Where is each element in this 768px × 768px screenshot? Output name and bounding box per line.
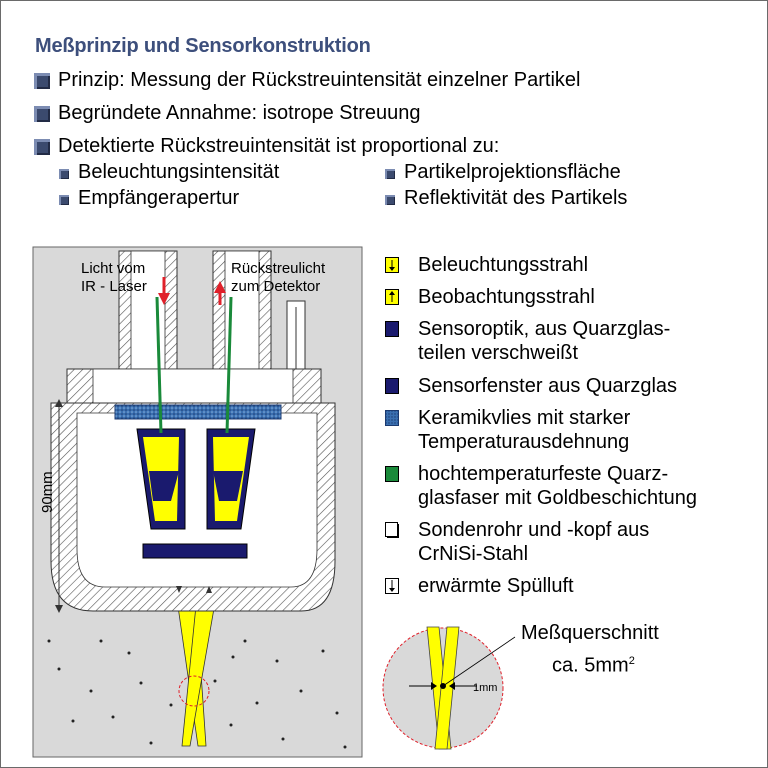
legend-ceramic-line2: Temperaturausdehnung (418, 431, 630, 453)
inset-beam-b (434, 626, 460, 750)
slide-title: Meßprinzip und Sensorkonstruktion (35, 35, 371, 57)
legend-tube-line1: Sondenrohr und -kopf aus (418, 519, 650, 541)
label-backscatter-line2: zum Detektor (231, 278, 320, 295)
observation-beam-icon (385, 289, 399, 305)
label-light-line1: Licht vom (81, 260, 145, 277)
dimension-label: 90mm (39, 471, 56, 513)
bullet-proportional: Detektierte Rückstreuintensität ist prop… (58, 135, 500, 157)
sub-bullet-reflectivity: Reflektivität des Partikels (404, 187, 628, 209)
legend-optics-line2: teilen verschweißt (418, 342, 579, 364)
fiber-swatch-icon (385, 466, 399, 482)
bullet-assumption: Begründete Annahme: isotrope Streuung (58, 102, 421, 124)
window-swatch-icon (385, 378, 399, 394)
legend-purge: erwärmte Spülluft (418, 575, 574, 597)
legend-tube-line2: CrNiSi-Stahl (418, 543, 529, 565)
illumination-beam-icon (385, 257, 399, 273)
optics-swatch-icon (385, 321, 399, 337)
backscatter-out-arrow (214, 281, 226, 293)
sub-bullet-aperture: Empfängerapertur (78, 187, 240, 209)
bullet-square-icon (34, 139, 50, 155)
inset-scale: 1mm (473, 682, 497, 694)
legend-ceramic-line1: Keramikvlies mit starker (418, 407, 631, 429)
fiber-right (225, 296, 233, 434)
ceramic-swatch-icon (385, 410, 399, 426)
inset-label-line2: ca. 5mm2 (552, 649, 635, 678)
sub-bullet-icon (385, 169, 395, 179)
bullet-square-icon (34, 73, 50, 89)
sensor-window (142, 543, 248, 559)
sub-bullet-icon (59, 169, 69, 179)
bullet-square-icon (34, 106, 50, 122)
sub-bullet-illumination: Beleuchtungsintensität (78, 161, 280, 183)
sub-bullet-icon (385, 195, 395, 205)
inset-label-line1: Meßquerschnitt (521, 622, 659, 644)
sub-bullet-projection: Partikelprojektionsfläche (404, 161, 621, 183)
label-backscatter-line1: Rückstreulicht (231, 260, 326, 277)
legend-observation: Beobachtungsstrahl (418, 286, 595, 308)
particles (47, 639, 347, 749)
laser-in-arrow (158, 293, 170, 305)
measurement-volume-marker (178, 675, 210, 707)
legend-window: Sensorfenster aus Quarzglas (418, 375, 678, 397)
legend-fiber-line2: glasfaser mit Goldbeschichtung (418, 487, 698, 509)
tube-swatch-icon (385, 522, 399, 538)
legend-illumination: Beleuchtungsstrahl (418, 254, 589, 276)
legend-fiber-line1: hochtemperaturfeste Quarz- (418, 463, 669, 485)
fiber-left (155, 296, 163, 434)
legend-optics-line1: Sensoroptik, aus Quarzglas- (418, 318, 671, 340)
measurement-inset: 1mm (382, 626, 516, 750)
sub-bullet-icon (59, 195, 69, 205)
inset-label-text: ca. 5mm (552, 654, 629, 677)
ceramic-fleece (114, 404, 282, 420)
purge-air-icon (385, 578, 399, 594)
bullet-principle: Prinzip: Messung der Rückstreuintensität… (58, 69, 581, 91)
label-light-line2: IR - Laser (81, 278, 147, 295)
inset-label-superscript: 2 (628, 655, 635, 667)
